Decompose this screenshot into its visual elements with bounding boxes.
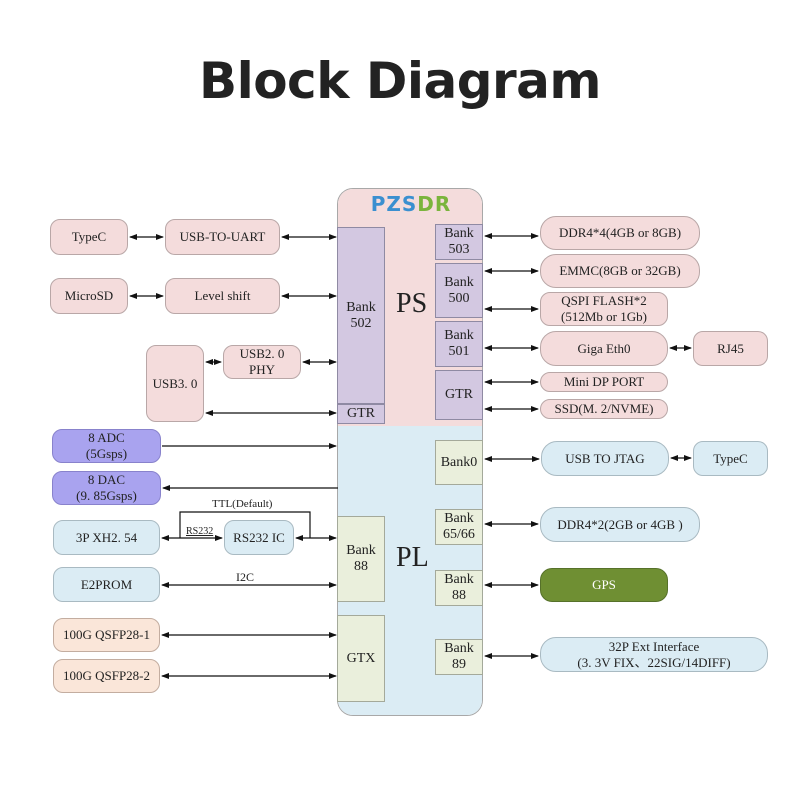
- microsd-block: MicroSD: [50, 278, 128, 314]
- wire-ttl-bypass: [179, 511, 311, 538]
- gtr-left: GTR: [337, 404, 385, 424]
- emmc-block: EMMC(8GB or 32GB): [540, 254, 700, 288]
- typec-jtag-block: TypeC: [693, 441, 768, 476]
- ssd-block: SSD(M. 2/NVME): [540, 399, 668, 419]
- ddr4x4-block: DDR4*4(4GB or 8GB): [540, 216, 700, 250]
- bank-0: Bank0: [435, 440, 483, 485]
- bank-503: Bank 503: [435, 224, 483, 260]
- ps-label: PS: [396, 288, 428, 319]
- i2c-label: I2C: [236, 570, 254, 584]
- adc-block: 8 ADC (5Gsps): [52, 429, 161, 463]
- dac-block: 8 DAC (9. 85Gsps): [52, 471, 161, 505]
- typec-uart-block: TypeC: [50, 219, 128, 255]
- qsfp28-2-block: 100G QSFP28-2: [53, 659, 160, 693]
- e2prom-block: E2PROM: [53, 567, 160, 602]
- bank-89: Bank 89: [435, 639, 483, 675]
- usb-to-jtag-block: USB TO JTAG: [541, 441, 669, 476]
- gtx-bank: GTX: [337, 615, 385, 702]
- ext-interface-block: 32P Ext Interface (3. 3V FIX、22SIG/14DIF…: [540, 637, 768, 672]
- gtr-right: GTR: [435, 370, 483, 420]
- logo-text-blue: PZS: [370, 192, 418, 216]
- usb3-block: USB3. 0: [146, 345, 204, 422]
- bank-501: Bank 501: [435, 321, 483, 367]
- ddr4x2-block: DDR4*2(2GB or 4GB ): [540, 507, 700, 542]
- bank-88-right: Bank 88: [435, 570, 483, 606]
- giga-eth-block: Giga Eth0: [540, 331, 668, 366]
- xh254-connector-block: 3P XH2. 54: [53, 520, 160, 555]
- logo-text-green: DR: [417, 192, 452, 216]
- bank-502: Bank 502: [337, 227, 385, 404]
- usb-to-uart-block: USB-TO-UART: [165, 219, 280, 255]
- bank-88-left: Bank 88: [337, 516, 385, 602]
- gps-block: GPS: [540, 568, 668, 602]
- qspi-flash-block: QSPI FLASH*2 (512Mb or 1Gb): [540, 292, 668, 326]
- qsfp28-1-block: 100G QSFP28-1: [53, 618, 160, 652]
- rs232-label: RS232: [186, 526, 214, 537]
- ttl-default-label: TTL(Default): [212, 498, 273, 510]
- bank-65-66: Bank 65/66: [435, 509, 483, 545]
- mini-dp-block: Mini DP PORT: [540, 372, 668, 392]
- level-shift-block: Level shift: [165, 278, 280, 314]
- pl-label: PL: [396, 542, 429, 573]
- page-title: Block Diagram: [198, 52, 602, 110]
- rs232-ic-block: RS232 IC: [224, 520, 294, 555]
- usb2-phy-block: USB2. 0 PHY: [223, 345, 301, 379]
- bank-500: Bank 500: [435, 263, 483, 318]
- rj45-block: RJ45: [693, 331, 768, 366]
